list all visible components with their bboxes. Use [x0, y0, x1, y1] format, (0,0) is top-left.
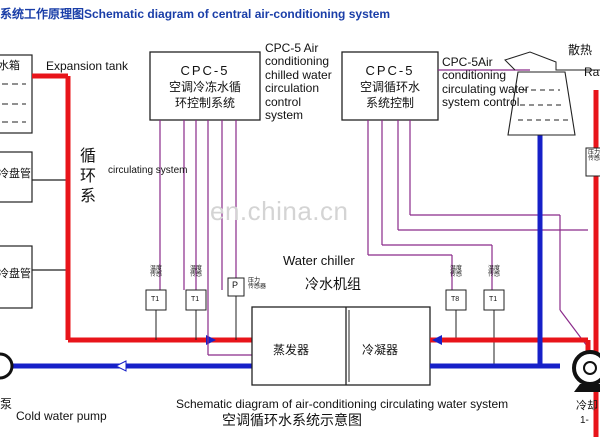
sensor-caption-4: 温度 传感: [488, 265, 501, 279]
left-coil-label-2: 冷盘管: [0, 267, 31, 280]
cooling-pump-zh: 冷却: [576, 399, 598, 412]
right-pressure-sensor: [585, 147, 600, 177]
loop-label-zh: 循 环 系: [80, 146, 97, 205]
page-title: 系统工作原理图Schematic diagram of central air-…: [0, 7, 391, 21]
water-chiller-zh: 冷水机组: [305, 277, 361, 293]
controller-left-zh: 空调冷冻水循 环控制系统: [168, 80, 241, 110]
controller-right-zh: 空调循环水 系统控制: [359, 80, 420, 110]
cold-water-pump: [0, 352, 14, 380]
flow-arrow-blue: [114, 360, 127, 372]
controller-left-title: CPC-5: [180, 63, 230, 78]
controller-right-title: CPC-5: [365, 63, 415, 78]
chilled-supply-pipe: [32, 73, 252, 343]
controller-left-box: [149, 51, 261, 121]
sensor-t1-right-label: T1: [489, 296, 498, 303]
sensor-t1-left: [145, 289, 167, 340]
caption-zh: 空调循环水系统示意图: [222, 413, 362, 429]
sensor-t8-label: T8: [451, 296, 460, 303]
left-coil-box-1: [0, 151, 33, 203]
cooling-pump-num: 1-: [580, 415, 589, 426]
cooling-return-pipe: [430, 135, 560, 369]
left-tank-label: 水箱: [0, 59, 20, 72]
condenser-label: 冷凝器: [362, 343, 399, 357]
controller-right-en: CPC-5Air conditioning circulating water …: [442, 55, 529, 110]
flow-arrow-right: [432, 335, 442, 345]
left-water-tank: [0, 54, 33, 134]
sensor-t1-mid: [185, 289, 207, 340]
cooling-water-pump: [572, 350, 600, 392]
radiator-zh: 散热: [568, 43, 593, 57]
controller-right-box: [341, 51, 439, 121]
left-coil-label-1: 冷盘管: [0, 167, 31, 180]
circulating-system-label: circulating system: [108, 165, 188, 176]
sensor-pressure: [227, 277, 245, 340]
watermark: en.china.cn: [210, 196, 349, 226]
left-controller-signal-lines: [159, 120, 252, 356]
sensor-caption-2: 温度 传感: [190, 265, 203, 279]
water-chiller-unit: [251, 306, 431, 386]
sensor-caption-3: 温度 传感: [450, 265, 463, 279]
cold-pump-zh: 泵: [0, 397, 13, 411]
caption-en: Schematic diagram of air-conditioning ci…: [176, 397, 509, 411]
cooling-tower: [504, 51, 600, 136]
cold-pump-label: Cold water pump: [16, 409, 107, 423]
sensor-t1-label: T1: [151, 296, 160, 303]
sensor-p-label: P: [232, 280, 239, 290]
sensor-t1-mid-label: T1: [191, 296, 200, 303]
right-sensor-label: 压力 传感器: [588, 149, 600, 163]
cooling-supply-pipe: [430, 337, 591, 355]
radiator-en: Ra: [584, 65, 600, 79]
sensor-caption-1: 温度 传感: [150, 265, 163, 279]
sensor-t8-right: [445, 289, 467, 340]
sensor-caption-pressure: 压力 传感器: [248, 277, 267, 291]
water-chiller-label: Water chiller: [283, 253, 355, 268]
left-coil-box-2: [0, 245, 33, 309]
evaporator-label: 蒸发器: [273, 343, 310, 357]
controller-left-en: CPC-5 Air conditioning chilled water cir…: [265, 41, 332, 123]
right-controller-signal-lines: [367, 69, 591, 351]
expansion-tank-label: Expansion tank: [46, 59, 129, 73]
